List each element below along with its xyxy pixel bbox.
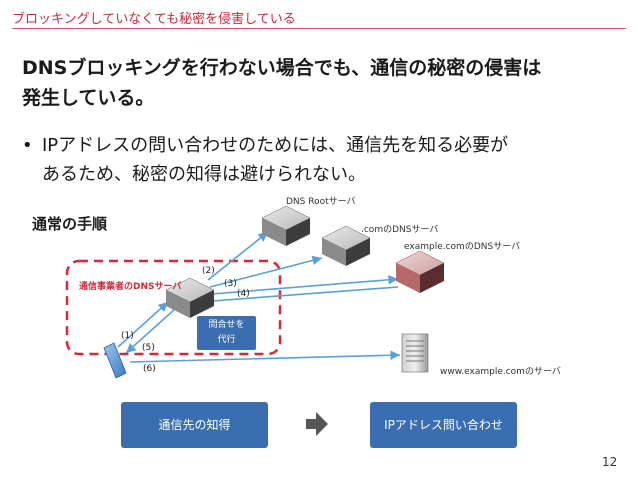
- arrow-lines: [117, 231, 401, 363]
- step-label-4: (4): [237, 289, 250, 299]
- web-server-tower-icon: [401, 333, 429, 373]
- ip-address-query-box: IPアドレス問い合わせ: [370, 402, 517, 448]
- forward-arrow-icon: [306, 412, 328, 436]
- proxy-line-2: 代行: [217, 335, 236, 345]
- com-dns-label: .comのDNSサーバ: [361, 225, 439, 235]
- header-divider: [12, 28, 626, 29]
- www-server-label: www.example.comのサーバ: [440, 367, 561, 377]
- example-dns-label: example.comのDNSサーバ: [404, 242, 521, 252]
- normal-procedure-label: 通常の手順: [32, 215, 108, 233]
- bullet-line-1: IPアドレスの問い合わせのためには、通信先を知る必要が: [42, 135, 509, 156]
- slide-heading: DNSブロッキングを行わない場合でも、通信の秘密の侵害は 発生している。: [22, 53, 622, 113]
- com-dns-server-icon: [321, 225, 371, 266]
- heading-line-2: 発生している。: [22, 87, 155, 109]
- isp-dns-server-icon: [165, 277, 215, 318]
- step-label-1: (1): [121, 331, 134, 341]
- example-dns-server-icon: [395, 250, 445, 293]
- page-number: 12: [602, 455, 618, 469]
- step-label-3: (3): [224, 279, 237, 289]
- heading-line-1: DNSブロッキングを行わない場合でも、通信の秘密の侵害は: [22, 57, 542, 79]
- dns-root-label: DNS Rootサーバ: [286, 197, 356, 207]
- bullet-line-2: あるため、秘密の知得は避けられない。: [42, 164, 366, 185]
- proxy-query-box: 問合せを 代行: [197, 316, 256, 350]
- smartphone-icon: [103, 342, 127, 379]
- destination-knowledge-box: 通信先の知得: [121, 402, 268, 448]
- slide-header-title: ブロッキングしていなくても秘密を侵害している: [12, 12, 296, 27]
- step-label-2: (2): [202, 266, 215, 276]
- bullet-marker: •: [22, 135, 33, 156]
- step-label-6: (6): [143, 364, 156, 374]
- step-label-5: (5): [142, 343, 155, 353]
- dns-root-server-icon: [261, 205, 311, 246]
- isp-dns-label: 通信事業者のDNSサーバ: [79, 282, 182, 292]
- proxy-line-1: 問合せを: [208, 320, 245, 330]
- isp-dns-boundary: [65, 259, 282, 356]
